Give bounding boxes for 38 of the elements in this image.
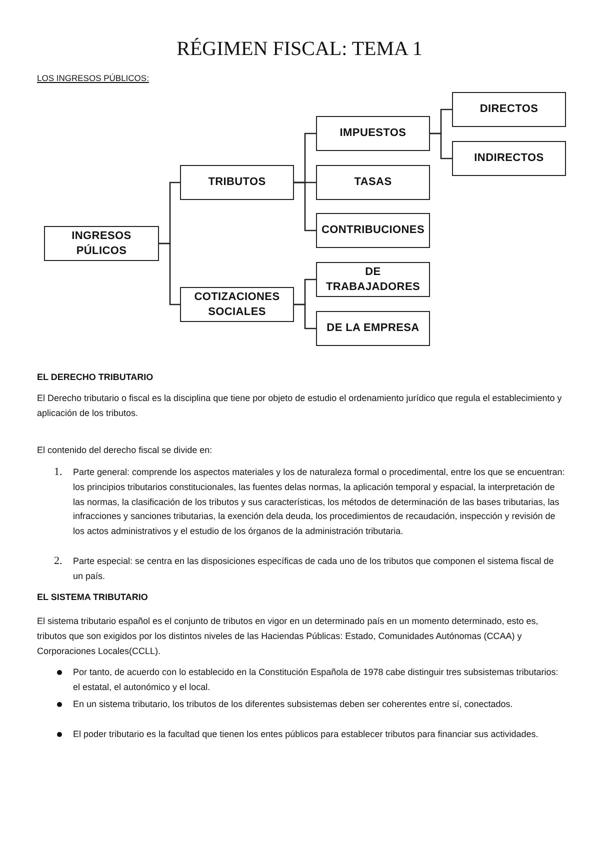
box-label: TASAS <box>354 175 392 190</box>
box-label: TRIBUTOS <box>208 175 266 190</box>
list-item: En un sistema tributario, los tributos de los diferentes subsistemas deben ser coherentes entre sí, conectados. <box>73 698 514 711</box>
box-label: DIRECTOS <box>480 102 538 117</box>
connector-line <box>159 242 180 306</box>
box-label: CONTRIBUCIONES <box>321 223 425 238</box>
category-box <box>44 226 159 261</box>
box-label: DE LA EMPRESA <box>326 321 420 336</box>
category-box <box>452 92 566 127</box>
section-heading: EL SISTEMA TRIBUTARIO <box>37 591 149 604</box>
title: RÉGIMEN FISCAL: TEMA 1 <box>176 38 424 61</box>
list-number: 1. <box>54 465 64 480</box>
category-box <box>316 262 430 297</box>
category-box <box>316 116 430 151</box>
box-label: INGRESOS PÚLICOS <box>70 228 132 258</box>
paragraph: El contenido del derecho fiscal se divide en: <box>37 444 214 457</box>
list-item: Parte especial: se centra en las disposiciones específicas de cada uno de los tributos que componen el sistema fiscal de un país. <box>73 555 555 583</box>
category-box <box>180 165 294 200</box>
connector-line <box>294 304 316 330</box>
box-label: IMPUESTOS <box>340 126 406 141</box>
section-heading: LOS INGRESOS PÚBLICOS: <box>37 72 149 85</box>
section-heading: EL DERECHO TRIBUTARIO <box>37 371 154 384</box>
category-box <box>452 141 566 176</box>
paragraph: El Derecho tributario o fiscal es la disciplina que tiene por objeto de estudio el ordenamiento jurídico que regula el establecimiento y aplicación de los tributos. <box>37 392 563 420</box>
list-item: Por tanto, de acuerdo con lo establecido en la Constitución Española de 1978 cabe distinguir tres subsistemas tributarios: el estatal, el autonómico y el local. <box>73 666 560 694</box>
category-box <box>316 213 430 248</box>
list-item: El poder tributario es la facultad que tienen los entes públicos para establecer tributos para financiar sus actividades. <box>73 728 540 741</box>
connector-line <box>430 132 452 160</box>
category-box <box>316 165 430 200</box>
box-label: INDIRECTOS <box>474 151 544 166</box>
category-box <box>316 311 430 346</box>
box-label: COTIZACIONES SOCIALES <box>193 290 281 320</box>
connector-line <box>294 182 316 232</box>
box-label: DE TRABAJADORES <box>324 264 422 294</box>
list-number: 2. <box>54 554 64 569</box>
paragraph: El sistema tributario español es el conjunto de tributos en vigor en un determinado país en un momento determinado, esto es, tributos que son exigidos por los distintos niveles de las Haciendas Públicas: Estado, Comunidades Autónomas (CCAA) y Corporaciones Locales(CCLL). <box>37 615 540 658</box>
list-item: Parte general: comprende los aspectos materiales y los de naturaleza formal o procedimental, entre los que se encuentran: los principios tributarios constitucionales, las fuentes delas normas, la aplicación temporal y espacial, la interpretación de las normas, la clasificación de los tributos y sus características, los métodos de determinación de las bases tributarias, las infracciones y sanciones tributarias, la exención dela deuda, los procedimientos de recaudación, inspección y revisión de los actos administrativos y el estudio de los órganos de la administración tributaria. <box>73 466 565 538</box>
category-box <box>180 287 294 322</box>
